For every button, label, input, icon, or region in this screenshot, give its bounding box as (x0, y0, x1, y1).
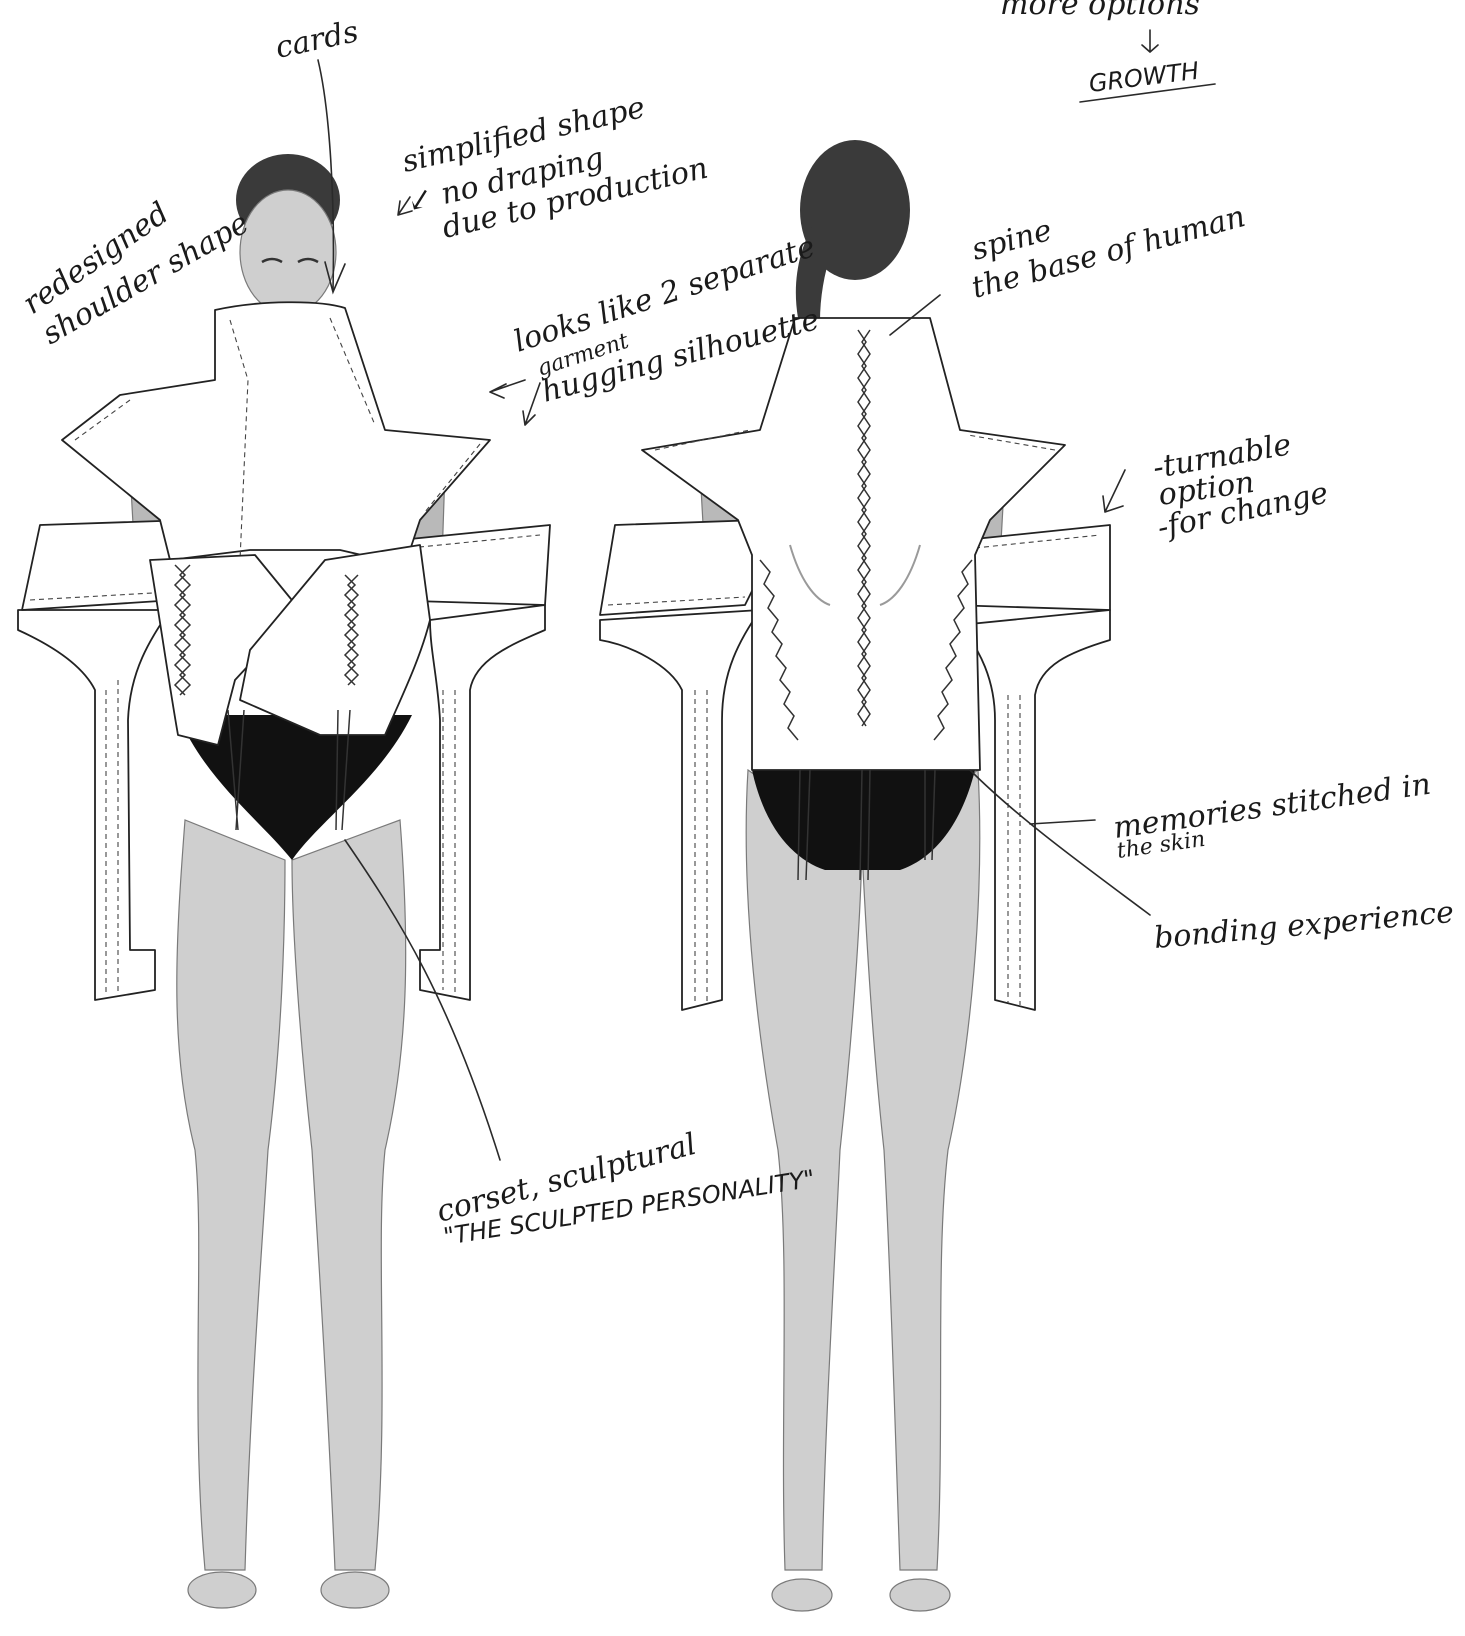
note-more-options: more options (1000, 0, 1200, 22)
back-right-leg (862, 770, 980, 1570)
back-right-foot (890, 1579, 950, 1611)
turnable-arrow (1103, 470, 1125, 512)
memories-leader (1030, 820, 1095, 824)
front-left-foot (188, 1572, 256, 1608)
note-growth: GROWTH (1087, 57, 1200, 98)
note-bonding: bonding experience (1153, 895, 1456, 956)
front-right-leg (292, 820, 406, 1570)
note-cards: cards (272, 14, 361, 66)
back-left-foot (772, 1579, 832, 1611)
front-right-drop-panel (420, 605, 545, 1000)
back-left-drop-panel (600, 610, 760, 1010)
front-right-foot (321, 1572, 389, 1608)
hugging-arrow (523, 383, 540, 425)
front-figure (18, 154, 550, 1608)
front-left-leg (177, 820, 285, 1570)
looks-like-arrow (490, 380, 525, 398)
front-face (240, 190, 336, 314)
back-right-drop-panel (960, 610, 1110, 1010)
front-left-drop-panel (18, 610, 170, 1000)
